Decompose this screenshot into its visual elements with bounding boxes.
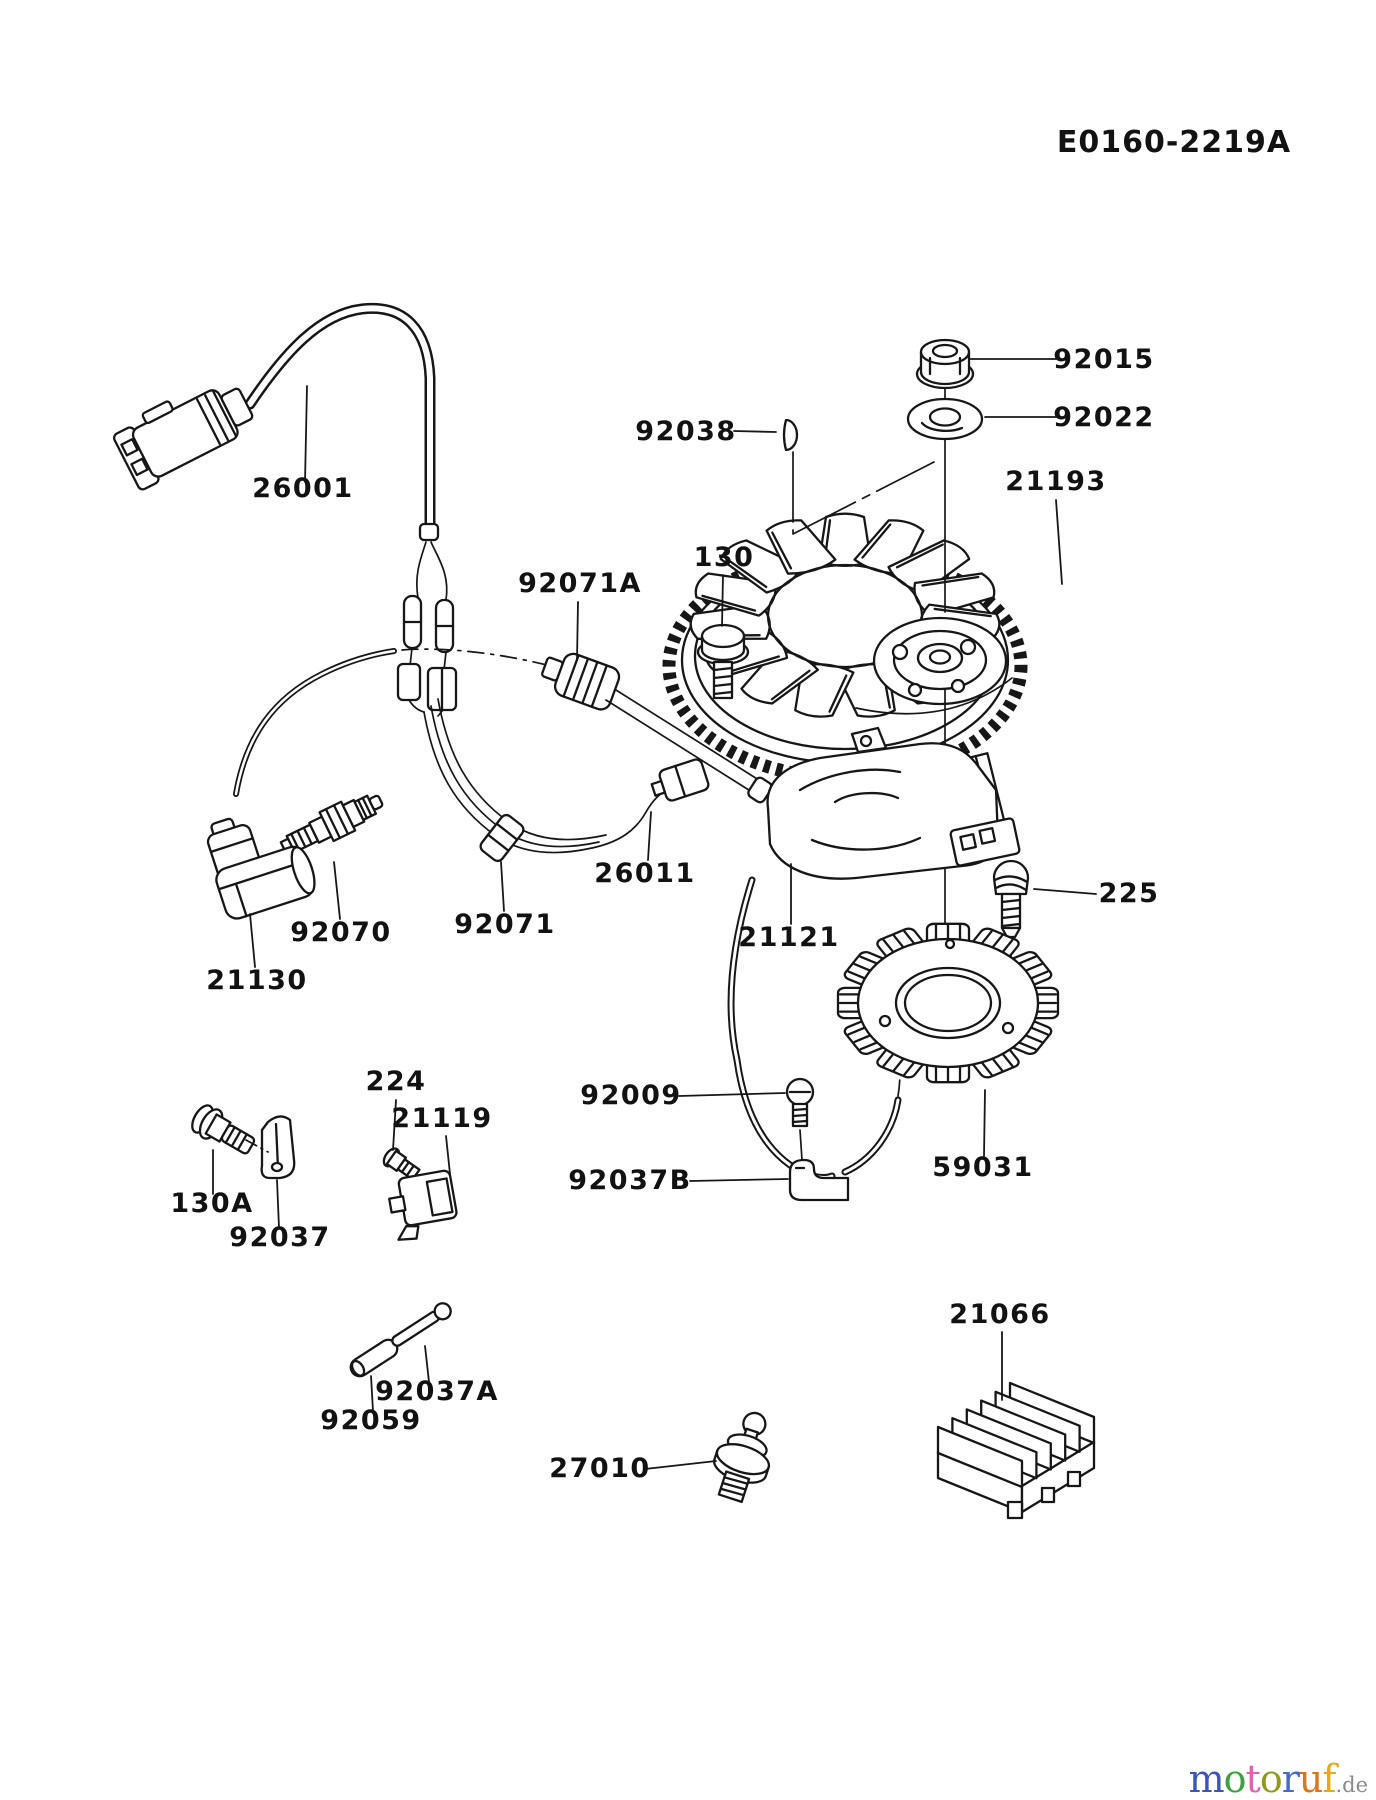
spark-plug-drawing <box>279 794 384 855</box>
part-label-21119: 21119 <box>391 1103 492 1134</box>
leader-lines <box>212 358 1097 1470</box>
part-label-92071A: 92071A <box>518 568 642 599</box>
stop-wire-26011 <box>591 787 671 849</box>
logo-suffix: .de <box>1335 1773 1368 1797</box>
part-label-21130: 21130 <box>206 965 307 996</box>
regulator-drawing <box>936 1381 1096 1520</box>
bolt-130-drawing <box>696 623 750 700</box>
screw-92009-drawing <box>785 1077 815 1161</box>
stator-drawing <box>836 922 1060 1084</box>
flange-nut-drawing <box>915 338 975 390</box>
pin-92037A-drawing <box>391 1302 452 1347</box>
part-label-92070: 92070 <box>290 917 391 948</box>
part-label-92015: 92015 <box>1053 344 1154 375</box>
logo-letter: f <box>1322 1757 1336 1800</box>
oil-switch-drawing <box>713 1411 771 1503</box>
harness-connector <box>113 387 254 491</box>
drawing-code: E0160-2219A <box>1057 125 1291 160</box>
part-label-130A: 130A <box>170 1188 253 1219</box>
logo-letter: u <box>1298 1757 1324 1800</box>
part-label-130: 130 <box>694 542 755 573</box>
grommet-drawing <box>541 652 773 804</box>
logo-letter: o <box>1223 1757 1247 1800</box>
part-label-92071: 92071 <box>454 909 555 940</box>
part-labels: E0160-2219A 26001 92038 92015 92022 2119… <box>170 125 1291 1484</box>
logo-letter: r <box>1281 1757 1300 1800</box>
spark-plug-cap-drawing <box>206 817 316 920</box>
part-label-92009: 92009 <box>580 1080 681 1111</box>
woodruff-key-drawing <box>782 418 935 535</box>
logo-letter: m <box>1188 1757 1225 1800</box>
bolt-130A-drawing <box>191 1104 256 1155</box>
spark-plug-lead-drawing <box>233 648 573 797</box>
interlock-switch-drawing <box>388 1169 458 1241</box>
part-label-21121: 21121 <box>738 922 839 953</box>
part-label-59031: 59031 <box>932 1152 1033 1183</box>
part-label-92059: 92059 <box>320 1405 421 1436</box>
part-label-21193: 21193 <box>1005 466 1106 497</box>
part-label-92037: 92037 <box>229 1222 330 1253</box>
part-label-26001: 26001 <box>252 473 353 504</box>
part-label-225: 225 <box>1099 878 1160 909</box>
bolt-225-drawing <box>992 859 1030 977</box>
washer-drawing <box>906 397 984 441</box>
logo-letter: o <box>1259 1757 1283 1800</box>
clamp-92037-drawing <box>245 1115 296 1180</box>
part-label-224: 224 <box>366 1066 427 1097</box>
part-label-92037A: 92037A <box>375 1376 499 1407</box>
part-label-92022: 92022 <box>1053 402 1154 433</box>
motoruf-logo: motoruf.de <box>1189 1760 1368 1798</box>
flywheel-drawing <box>662 512 1028 785</box>
part-label-26011: 26011 <box>594 858 695 889</box>
logo-letter: t <box>1245 1757 1261 1800</box>
part-label-27010: 27010 <box>549 1453 650 1484</box>
part-label-21066: 21066 <box>949 1299 1050 1330</box>
clamp-92037B-drawing <box>788 1158 850 1202</box>
wire-terminal-26011 <box>650 758 710 802</box>
ignition-coil-drawing <box>766 726 1021 880</box>
part-label-92037B: 92037B <box>568 1165 692 1196</box>
part-label-92038: 92038 <box>635 416 736 447</box>
clamp-92071-drawing <box>479 813 525 863</box>
